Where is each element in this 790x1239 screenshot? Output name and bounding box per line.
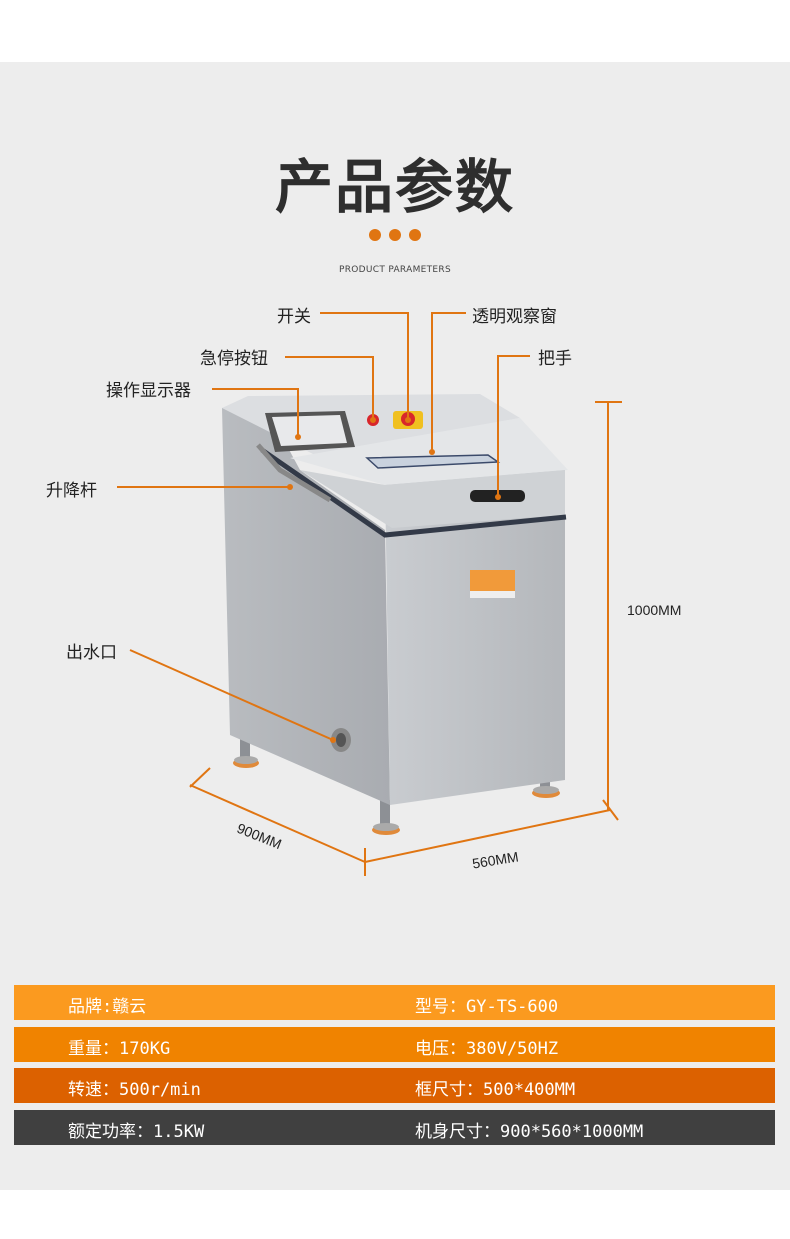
callout-lift-rod: 升降杆 — [46, 481, 97, 501]
title-dot — [369, 229, 381, 241]
spec-brand: 品牌:赣云 — [68, 997, 147, 1017]
title-dot — [389, 229, 401, 241]
callout-window: 透明观察窗 — [472, 307, 557, 327]
callout-switch: 开关 — [277, 307, 311, 327]
callout-lines — [117, 312, 622, 876]
spec-row: 转速：500r/min 框尺寸：500*400MM — [14, 1068, 775, 1103]
spec-speed: 转速：500r/min — [68, 1080, 201, 1100]
spec-body-size: 机身尺寸：900*560*1000MM — [415, 1122, 644, 1142]
spec-weight: 重量：170KG — [68, 1039, 171, 1059]
machine-side — [222, 405, 390, 805]
spec-row: 额定功率：1.5KW 机身尺寸：900*560*1000MM — [14, 1110, 775, 1145]
spec-row: 品牌:赣云 型号：GY-TS-600 — [14, 985, 775, 1020]
spec-row: 重量：170KG 电压：380V/50HZ — [14, 1027, 775, 1062]
machine-illustration — [117, 312, 622, 876]
callout-estop: 急停按钮 — [200, 349, 268, 369]
callout-handle: 把手 — [538, 349, 572, 369]
spec-voltage: 电压：380V/50HZ — [415, 1039, 559, 1059]
spec-model: 型号：GY-TS-600 — [415, 997, 559, 1017]
machine-front — [385, 468, 565, 805]
callout-outlet: 出水口 — [66, 643, 117, 663]
machine-feet — [233, 735, 560, 835]
title-dot — [409, 229, 421, 241]
dimension-height: 1000MM — [627, 602, 682, 618]
spec-power: 额定功率：1.5KW — [68, 1122, 205, 1142]
page-subtitle: PRODUCT PARAMETERS — [339, 265, 451, 275]
spec-frame-size: 框尺寸：500*400MM — [415, 1080, 576, 1100]
page-title: 产品参数 — [274, 153, 515, 221]
callout-display: 操作显示器 — [106, 381, 191, 401]
lift-rod — [256, 443, 332, 503]
